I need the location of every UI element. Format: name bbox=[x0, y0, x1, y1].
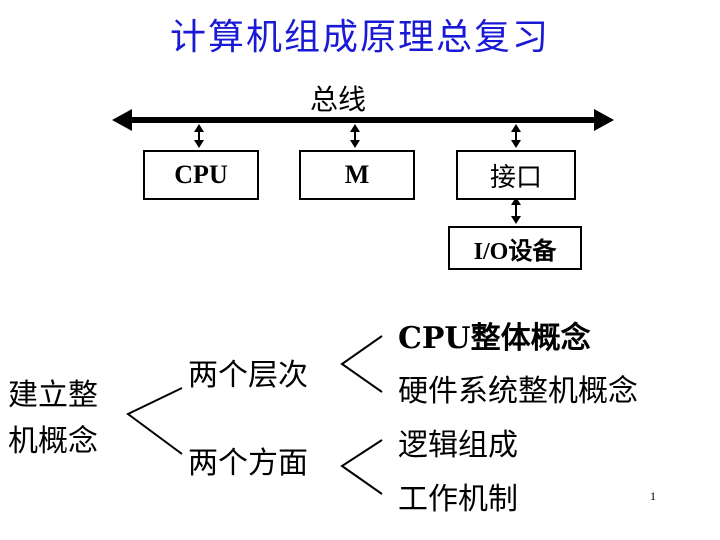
root-brace bbox=[126, 387, 183, 455]
io-device-box: I/O设备 bbox=[448, 226, 582, 270]
branch-aspects: 两个方面 bbox=[188, 446, 308, 481]
memory-label: M bbox=[344, 160, 370, 189]
leaf-cpu-concept: CPU整体概念 bbox=[398, 321, 591, 356]
slide-title: 计算机组成原理总复习 bbox=[169, 17, 550, 58]
leaf-logical-composition: 逻辑组成 bbox=[398, 428, 518, 463]
bus-label: 总线 bbox=[310, 83, 367, 116]
memory-box: M bbox=[299, 150, 415, 200]
io-device-label: I/O设备 bbox=[473, 238, 557, 265]
levels-brace bbox=[340, 335, 383, 393]
branch-levels: 两个层次 bbox=[188, 358, 308, 393]
aspects-brace bbox=[340, 439, 383, 495]
interface-box: 接口 bbox=[456, 150, 576, 200]
interface-io-connector bbox=[511, 197, 521, 224]
leaf-hardware-system-concept: 硬件系统整机概念 bbox=[398, 374, 638, 409]
memory-bus-connector bbox=[350, 124, 360, 148]
cpu-box: CPU bbox=[143, 150, 259, 200]
leaf-working-mechanism: 工作机制 bbox=[398, 482, 518, 517]
interface-label: 接口 bbox=[489, 162, 542, 192]
cpu-bus-connector bbox=[194, 124, 204, 148]
system-bus-arrow bbox=[112, 109, 614, 131]
interface-bus-connector bbox=[511, 124, 521, 148]
concept-root: 建立整 机概念 bbox=[8, 378, 98, 459]
cpu-label: CPU bbox=[174, 160, 228, 189]
page-number: 1 bbox=[650, 489, 656, 503]
